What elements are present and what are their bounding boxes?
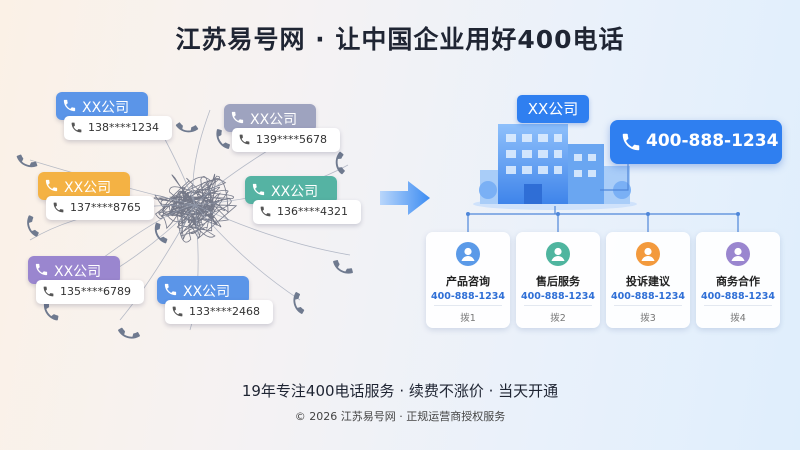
- department-number: 400-888-1234: [701, 291, 775, 302]
- department-card-product: 产品咨询 400-888-1234 拨1: [426, 232, 510, 328]
- phone-icon: [63, 99, 76, 112]
- person-avatar-icon: [546, 242, 570, 266]
- company-card-header: XX公司: [245, 176, 337, 204]
- copyright-notice: © 2026 江苏易号网 · 正规运营商授权服务: [294, 410, 506, 423]
- phone-handset-icon: [335, 151, 345, 175]
- tangle-line: [194, 204, 351, 256]
- phone-icon: [172, 306, 183, 317]
- company-name: XX公司: [54, 264, 102, 280]
- hotline-number: 400-888-1234: [646, 131, 779, 151]
- phone-icon: [239, 134, 250, 145]
- hotline-badge: 400-888-1234: [610, 120, 782, 164]
- phone-number: 135****6789: [60, 285, 131, 298]
- department-name: 产品咨询: [446, 275, 490, 288]
- phone-handset-icon: [118, 327, 140, 339]
- tangle-scribble: [153, 173, 238, 243]
- company-card-header: XX公司: [56, 92, 148, 120]
- phone-icon: [252, 183, 265, 196]
- phone-number-box: 137****8765: [46, 196, 154, 220]
- phone-number: 139****5678: [256, 133, 327, 146]
- phone-number-box: 136****4321: [253, 200, 361, 224]
- phone-number-box: 139****5678: [232, 128, 340, 152]
- phone-number-box: 135****6789: [36, 280, 144, 304]
- divider: [524, 305, 592, 306]
- phone-icon: [71, 122, 82, 133]
- phone-handset-icon: [27, 215, 39, 237]
- phone-number: 133****2468: [189, 305, 260, 318]
- divider: [704, 305, 772, 306]
- company-tag: XX公司: [517, 95, 589, 123]
- company-card-header: XX公司: [224, 104, 316, 132]
- company-name: XX公司: [64, 180, 112, 196]
- arrow-right-icon: [380, 181, 430, 215]
- company-card-1: XX公司 138****1234: [56, 92, 176, 146]
- department-card-complaints: 投诉建议 400-888-1234 拨3: [606, 232, 690, 328]
- phone-icon: [164, 283, 177, 296]
- tangle-line: [119, 204, 196, 321]
- company-name: XX公司: [82, 100, 130, 116]
- person-avatar-icon: [456, 242, 480, 266]
- company-name: XX公司: [271, 184, 319, 200]
- company-name: XX公司: [183, 284, 231, 300]
- company-card-6: XX公司 133****2468: [157, 276, 277, 330]
- department-name: 商务合作: [716, 275, 760, 288]
- department-card-after-sales: 售后服务 400-888-1234 拨2: [516, 232, 600, 328]
- dial-key: 拨2: [550, 313, 566, 324]
- phone-handset-icon: [216, 129, 230, 149]
- department-number: 400-888-1234: [611, 291, 685, 302]
- company-card-5: XX公司 135****6789: [28, 256, 148, 310]
- phone-handset-icon: [43, 301, 59, 321]
- department-number: 400-888-1234: [521, 291, 595, 302]
- phone-icon: [43, 286, 54, 297]
- dial-key: 拨3: [640, 313, 656, 324]
- service-tagline: 19年专注400电话服务 · 续费不涨价 · 当天开通: [241, 382, 559, 400]
- phone-icon: [231, 111, 244, 124]
- phone-number: 137****8765: [70, 201, 141, 214]
- tangle-line: [99, 204, 196, 261]
- phone-number-box: 138****1234: [64, 116, 172, 140]
- tangle-line: [192, 109, 211, 206]
- company-card-header: XX公司: [28, 256, 120, 284]
- phone-handset-icon: [293, 292, 305, 314]
- phone-number: 138****1234: [88, 121, 159, 134]
- phone-icon: [260, 206, 271, 217]
- company-card-header: XX公司: [38, 172, 130, 200]
- dial-key: 拨1: [460, 313, 476, 324]
- phone-handset-icon: [333, 260, 353, 274]
- tangle-line: [194, 204, 301, 301]
- department-card-business: 商务合作 400-888-1234 拨4: [696, 232, 780, 328]
- phone-handset-icon: [154, 222, 168, 244]
- company-card-header: XX公司: [157, 276, 249, 304]
- department-name: 售后服务: [536, 275, 580, 288]
- divider: [614, 305, 682, 306]
- phone-icon: [53, 202, 64, 213]
- divider: [434, 305, 502, 306]
- phone-number: 136****4321: [277, 205, 348, 218]
- company-card-4: XX公司 136****4321: [245, 176, 365, 230]
- phone-handset-icon: [175, 122, 199, 133]
- department-name: 投诉建议: [626, 275, 670, 288]
- phone-number-box: 133****2468: [165, 300, 273, 324]
- page-title: 江苏易号网 · 让中国企业用好400电话: [175, 25, 625, 54]
- person-avatar-icon: [726, 242, 750, 266]
- person-avatar-icon: [636, 242, 660, 266]
- company-name: XX公司: [250, 112, 298, 128]
- company-card-3: XX公司 137****8765: [38, 172, 158, 226]
- phone-icon: [35, 263, 48, 276]
- company-card-2: XX公司 139****5678: [224, 104, 344, 158]
- phone-icon: [622, 133, 640, 151]
- phone-icon: [45, 179, 58, 192]
- office-building-icon: [473, 124, 637, 210]
- department-number: 400-888-1234: [431, 291, 505, 302]
- dial-key: 拨4: [730, 313, 746, 324]
- phone-handset-icon: [16, 154, 38, 168]
